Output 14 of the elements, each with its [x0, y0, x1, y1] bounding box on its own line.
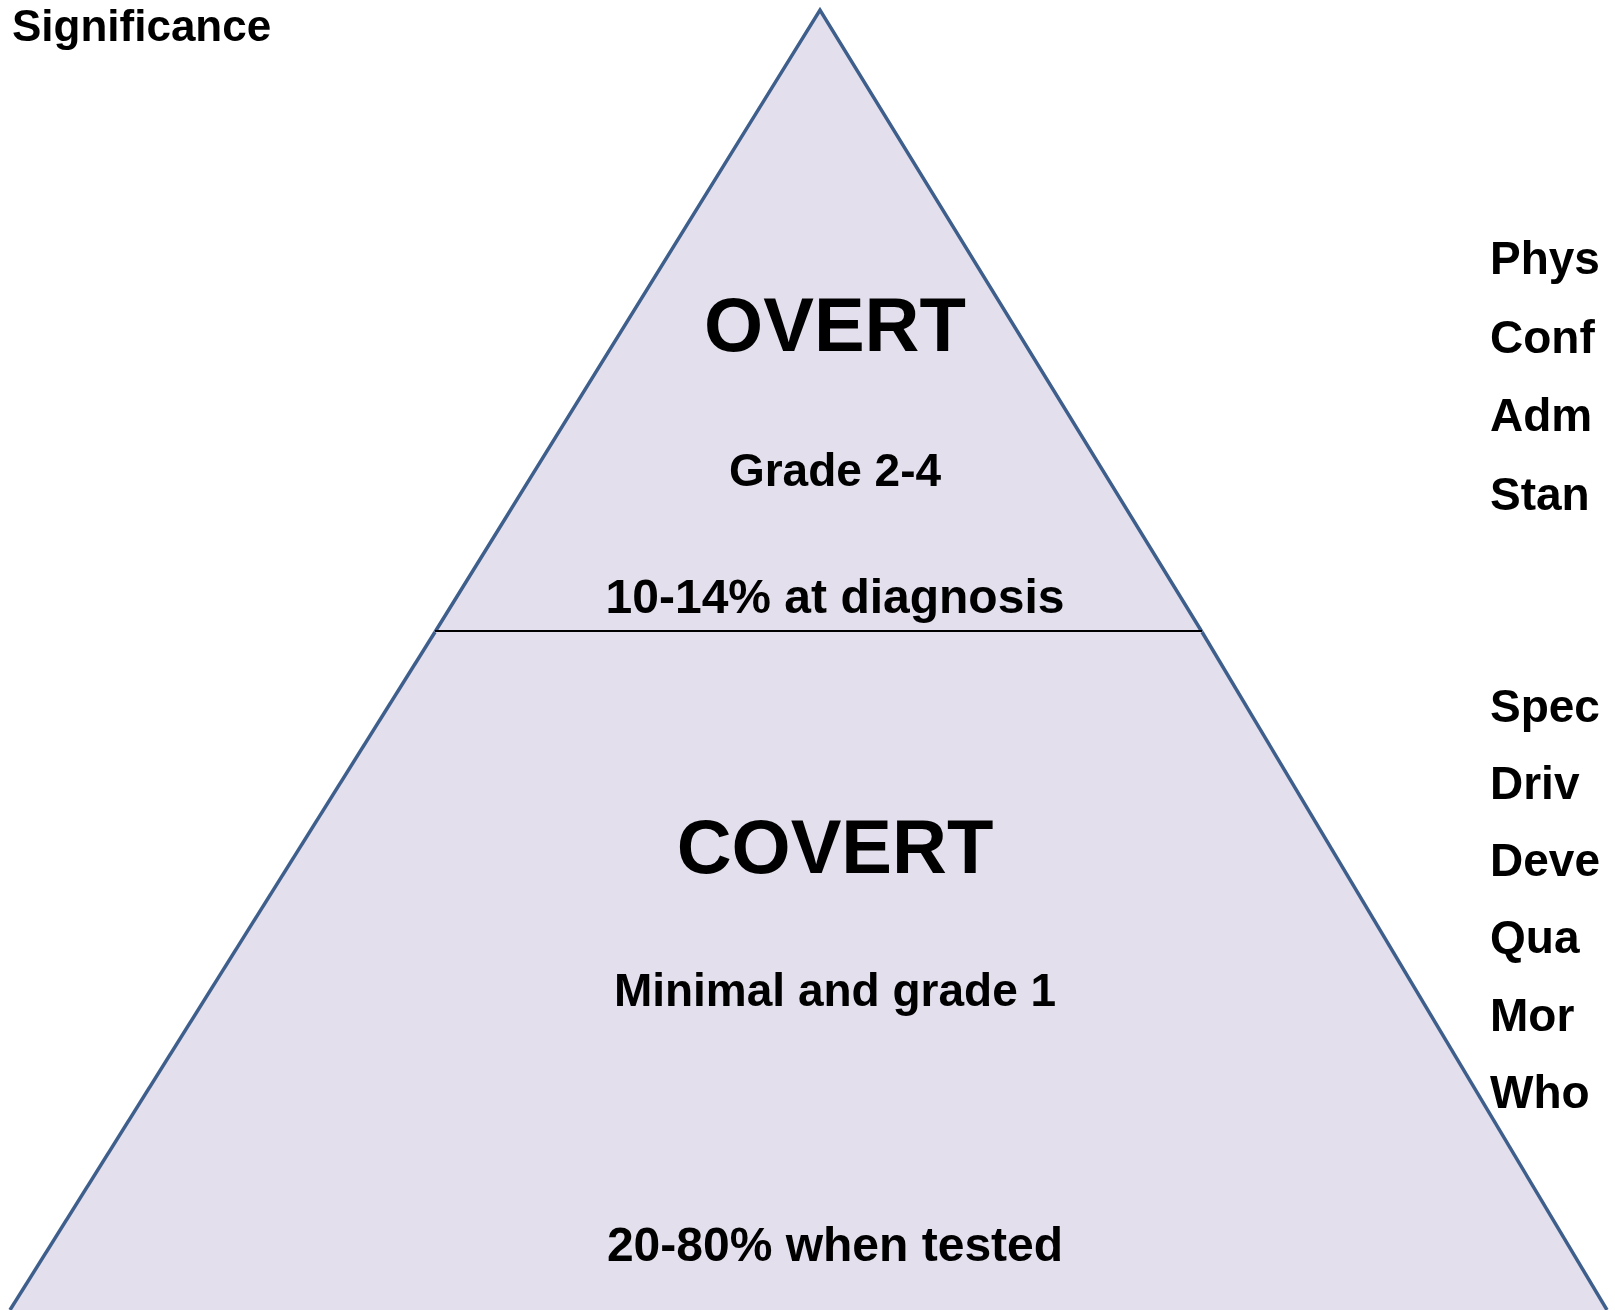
list-item-text: Adm — [1490, 392, 1593, 438]
list-item-text: Conf — [1490, 314, 1595, 360]
list-item-text: Driv — [1490, 760, 1580, 806]
percentage-text: 10-14% at diagnosis — [605, 573, 1065, 621]
section-heading: OVERT — [704, 287, 966, 363]
percentage-text: 20-80% when tested — [606, 1221, 1064, 1269]
title: Significance — [12, 4, 272, 48]
list-item-text: Stan — [1490, 471, 1590, 517]
list-item-text: Deve — [1490, 837, 1600, 883]
list-item-text: Mor — [1490, 992, 1575, 1038]
grade-text: Grade 2-4 — [728, 447, 942, 493]
section-heading: COVERT — [676, 809, 994, 885]
list-item-text: Who — [1490, 1069, 1590, 1115]
pyramid-top-section — [435, 10, 1202, 632]
